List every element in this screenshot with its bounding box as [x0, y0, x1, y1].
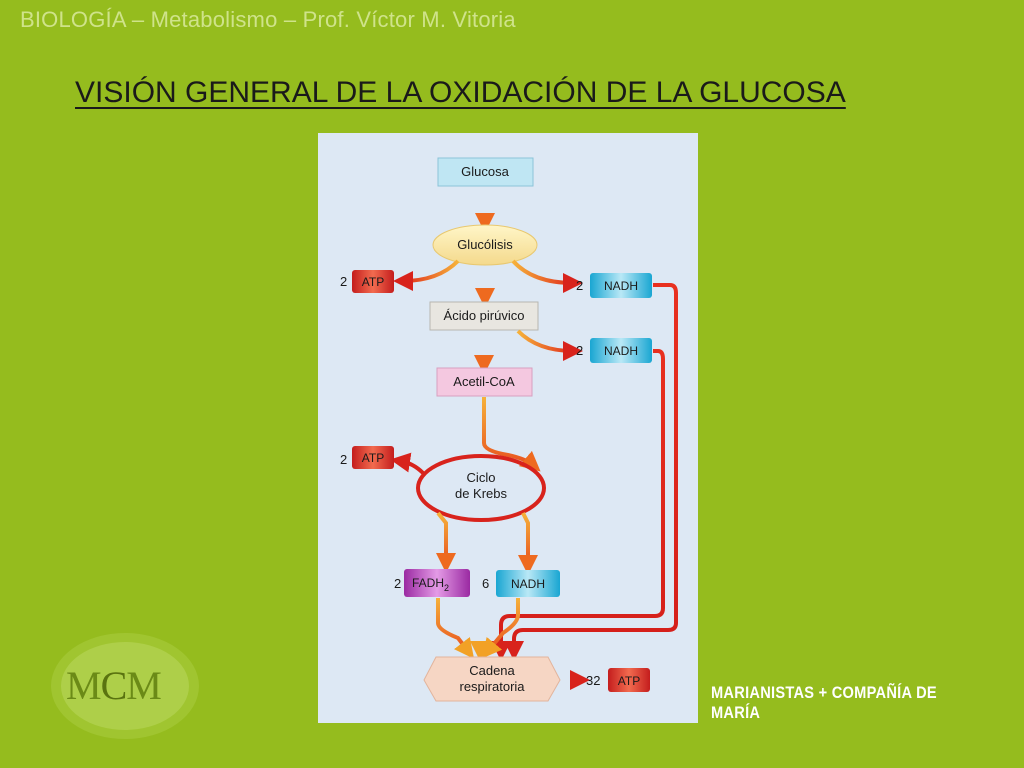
svg-text:ATP: ATP — [618, 674, 640, 688]
glycolysis-node: Glucólisis — [432, 224, 538, 266]
krebs-atp-count: 2 — [340, 452, 347, 467]
glycolysis-nadh-arrow — [511, 259, 583, 293]
course-header: BIOLOGÍA – Metabolismo – Prof. Víctor M.… — [20, 7, 516, 32]
krebs-cycle: Ciclo de Krebs — [416, 454, 546, 522]
chain-label-1: Cadena — [469, 663, 515, 678]
glycolysis-atp-arrow — [393, 259, 460, 291]
fadh-to-chain-arrow — [436, 598, 475, 659]
chain-label-2: respiratoria — [459, 679, 525, 694]
nadh-badge-krebs: NADH — [496, 570, 560, 597]
nadh-badge-pyruvate: NADH — [590, 338, 652, 363]
atp-badge-krebs: ATP — [352, 446, 394, 469]
acetyl-coa-box: Acetil-CoA — [436, 367, 533, 397]
atp-badge-glycolysis: ATP — [352, 270, 394, 293]
krebs-nadh-count: 6 — [482, 576, 489, 591]
mcm-logo — [51, 633, 199, 739]
svg-text:FADH2: FADH2 — [412, 576, 449, 593]
svg-text:ATP: ATP — [362, 451, 384, 465]
chain-atp-count: 32 — [586, 673, 600, 688]
svg-text:NADH: NADH — [604, 344, 638, 358]
glycolysis-label: Glucólisis — [457, 237, 513, 252]
nadh-glycolysis-to-chain-line — [504, 283, 678, 661]
svg-text:ATP: ATP — [362, 275, 384, 289]
glycolysis-atp-count: 2 — [340, 274, 347, 289]
pyruvate-nadh-count: 2 — [576, 343, 583, 358]
pyruvate-nadh-arrow — [516, 329, 583, 361]
nadh-badge-glycolysis: NADH — [590, 273, 652, 298]
svg-text:NADH: NADH — [511, 577, 545, 591]
krebs-label-2: de Krebs — [455, 486, 508, 501]
brand-name: MARIANISTAS + COMPAÑÍA DE MARÍA — [711, 683, 937, 722]
glucose-box: Glucosa — [437, 157, 534, 187]
krebs-fadh-count: 2 — [394, 576, 401, 591]
acetyl-label: Acetil-CoA — [453, 374, 515, 389]
slide-title: VISIÓN GENERAL DE LA OXIDACIÓN DE LA GLU… — [75, 76, 846, 109]
nadh-pyruvate-to-chain-line — [491, 349, 665, 661]
pyruvic-acid-box: Ácido pirúvico — [429, 301, 539, 331]
nadh-krebs-to-chain-arrow — [481, 598, 520, 659]
krebs-atp-arrow — [390, 452, 425, 475]
svg-text:NADH: NADH — [604, 279, 638, 293]
glucose-label: Glucosa — [461, 164, 509, 179]
metabolism-diagram: Glucosa Glucólisis 2 ATP 2 NADH Ácido pi… — [318, 133, 698, 723]
acetyl-to-krebs-arrow — [482, 397, 541, 472]
pyruvic-label: Ácido pirúvico — [444, 308, 525, 323]
mcm-logo-text: MCM — [66, 663, 162, 708]
fadh2-badge: FADH2 — [404, 569, 470, 597]
glycolysis-nadh-count: 2 — [576, 278, 583, 293]
atp-badge-chain: ATP — [608, 668, 650, 692]
krebs-label-1: Ciclo — [467, 470, 496, 485]
krebs-nadh-arrow — [518, 512, 538, 575]
krebs-fadh-arrow — [436, 511, 456, 573]
respiratory-chain-node: Cadena respiratoria — [423, 656, 561, 702]
